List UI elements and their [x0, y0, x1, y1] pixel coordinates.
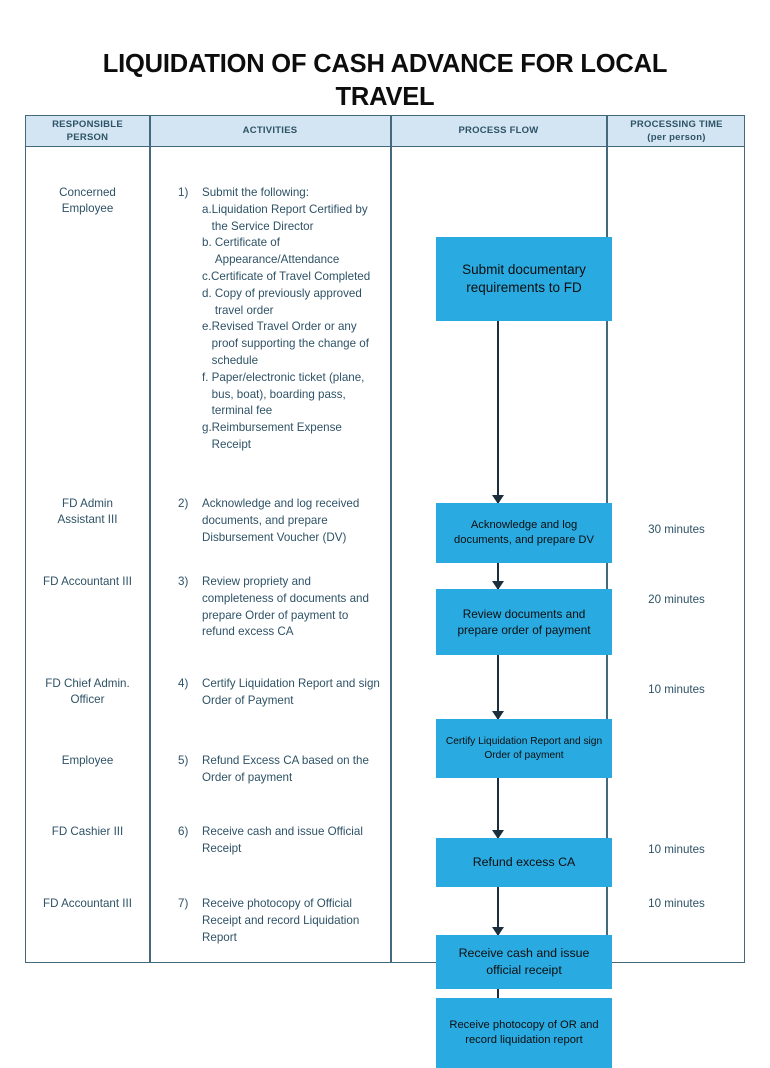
activity-text-6: Receive cash and issue Official Receipt — [202, 825, 363, 855]
activities-header-label: ACTIVITIES — [242, 125, 298, 137]
flow-connector-3-4 — [497, 655, 499, 719]
flow-connector-6-7 — [497, 976, 499, 1018]
activity-text-7: Receive photocopy of Official Receipt an… — [202, 897, 360, 944]
flow-connector-4-5 — [497, 778, 499, 838]
process-box-4[interactable]: Certify Liquidation Report and sign Orde… — [436, 719, 612, 778]
column-divider-1 — [149, 116, 151, 962]
activity-number-7: 7) — [178, 897, 189, 910]
activity-number-3: 3) — [178, 575, 189, 588]
activity-item-4: 4) Certify Liquidation Report and sign O… — [150, 676, 390, 710]
activity-number-1: 1) — [178, 186, 189, 199]
activity-subitem: c.Certificate of Travel Completed — [202, 269, 371, 283]
responsible-person-header-line1: RESPONSIBLE — [52, 118, 123, 130]
process-flow-column: Submit documentary requirements to FD Ac… — [391, 147, 612, 1068]
flow-connector-5-6 — [497, 887, 499, 935]
activity-text-3: Review propriety and completeness of doc… — [202, 575, 369, 639]
activity-item-1: 1) Submit the following: a.Liquidation R… — [150, 185, 390, 454]
activity-text-2: Acknowledge and log received documents, … — [202, 497, 360, 544]
column-header-process-flow: PROCESS FLOW — [391, 116, 606, 147]
activity-subitem: d. Copy of previously approved travel or… — [202, 286, 362, 317]
processing-time-3: 20 minutes — [648, 593, 705, 606]
activities-column: 1) Submit the following: a.Liquidation R… — [150, 147, 390, 964]
process-box-3[interactable]: Review documents and prepare order of pa… — [436, 589, 612, 655]
process-flow-header-label: PROCESS FLOW — [458, 125, 539, 137]
responsible-person-3: FD Accountant III — [43, 575, 132, 588]
processing-time-header-line2: (per person) — [647, 131, 706, 143]
activity-item-3: 3) Review propriety and completeness of … — [150, 574, 390, 641]
processing-time-2: 30 minutes — [648, 523, 705, 536]
processing-time-4: 10 minutes — [648, 683, 705, 696]
column-header-processing-time: PROCESSING TIME (per person) — [607, 116, 746, 147]
activity-number-5: 5) — [178, 754, 189, 767]
activity-number-6: 6) — [178, 825, 189, 838]
column-header-activities: ACTIVITIES — [150, 116, 390, 147]
responsible-person-header-line2: PERSON — [66, 131, 109, 143]
process-box-7[interactable]: Receive photocopy of OR and record liqui… — [436, 998, 612, 1068]
flow-arrowhead-1-2 — [492, 495, 504, 504]
column-header-responsible-person: RESPONSIBLE PERSON — [26, 116, 149, 147]
responsible-person-4: FD Chief Admin.Officer — [45, 677, 130, 707]
process-box-2[interactable]: Acknowledge and log documents, and prepa… — [436, 503, 612, 563]
processing-time-column: 30 minutes 20 minutes 10 minutes 10 minu… — [607, 147, 746, 964]
flow-connector-1-2 — [497, 321, 499, 503]
processing-time-header-line1: PROCESSING TIME — [630, 118, 723, 130]
page-title: LIQUIDATION OF CASH ADVANCE FOR LOCAL TR… — [102, 50, 668, 111]
activity-subitem: b. Certificate of Appearance/Attendance — [202, 236, 340, 267]
responsible-person-6: FD Cashier III — [51, 825, 124, 838]
process-box-5[interactable]: Refund excess CA — [436, 838, 612, 887]
process-box-6[interactable]: Receive cash and issue official receipt — [436, 935, 612, 989]
processing-time-6: 10 minutes — [648, 843, 705, 856]
activity-item-7: 7) Receive photocopy of Official Receipt… — [150, 896, 390, 946]
activity-text-5: Refund Excess CA based on the Order of p… — [202, 754, 369, 784]
activity-sublist-1: a.Liquidation Report Certified by the Se… — [150, 202, 390, 454]
column-divider-2 — [390, 116, 392, 962]
responsible-person-5: Employee — [61, 754, 114, 767]
activity-item-2: 2) Acknowledge and log received document… — [150, 496, 390, 546]
table-header-row — [26, 116, 744, 147]
activity-subitem: g.Reimbursement Expense Receipt — [202, 421, 342, 451]
activity-subitem: a.Liquidation Report Certified by the Se… — [202, 202, 368, 233]
activity-item-6: 6) Receive cash and issue Official Recei… — [150, 824, 390, 858]
flow-arrowhead-3-4 — [492, 711, 504, 720]
flow-arrowhead-5-6 — [492, 927, 504, 936]
responsible-person-7: FD Accountant III — [43, 897, 132, 910]
activity-subitem: e.Revised Travel Order or any proof supp… — [202, 320, 369, 367]
activity-text-4: Certify Liquidation Report and sign Orde… — [202, 677, 380, 707]
activity-number-2: 2) — [178, 497, 189, 510]
activity-item-5: 5) Refund Excess CA based on the Order o… — [150, 753, 390, 787]
processing-time-7: 10 minutes — [648, 897, 705, 910]
flow-arrowhead-4-5 — [492, 830, 504, 839]
activity-text-1: Submit the following: — [202, 186, 309, 199]
flow-connector-2-3 — [497, 563, 499, 589]
flow-arrowhead-2-3 — [492, 581, 504, 590]
process-flow-table: RESPONSIBLE PERSON ACTIVITIES PROCESS FL… — [25, 115, 746, 1068]
activity-subitem: f. Paper/electronic ticket (plane, bus, … — [202, 370, 365, 418]
process-box-1[interactable]: Submit documentary requirements to FD — [436, 237, 612, 321]
activity-number-4: 4) — [178, 677, 189, 690]
